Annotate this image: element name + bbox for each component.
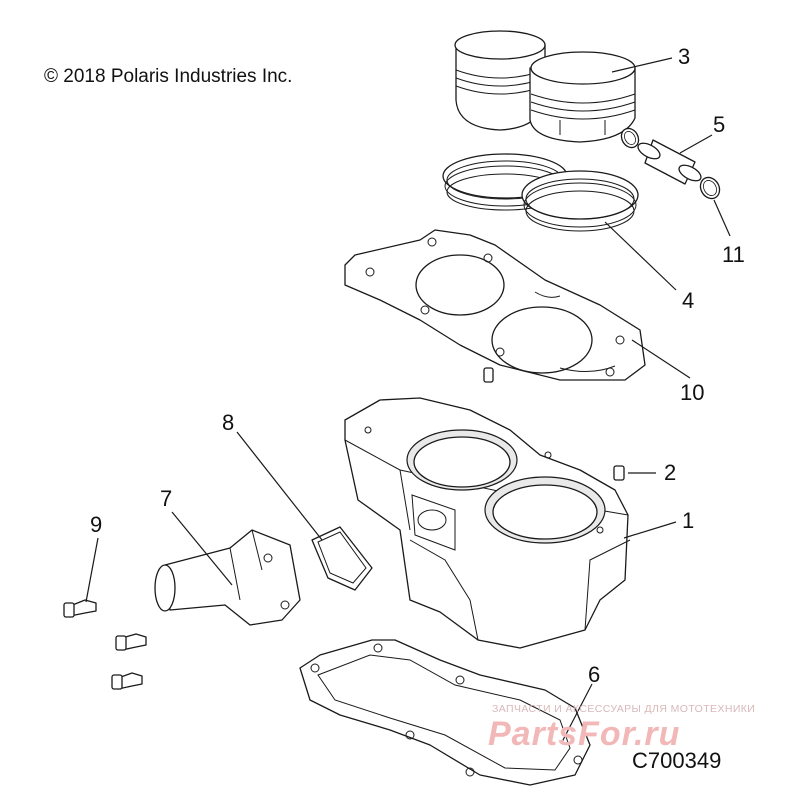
leader-5	[679, 134, 713, 154]
leader-6	[561, 683, 593, 743]
watermark-tagline: ЗАПЧАСТИ И АКСЕССУАРЫ ДЛЯ МОТОТЕХНИКИ	[492, 703, 756, 715]
callout-11: 11	[722, 242, 745, 267]
callout-1: 1	[682, 508, 694, 533]
callout-5: 5	[713, 112, 725, 137]
cylinder-block	[344, 397, 631, 649]
circlip-lower	[699, 176, 721, 200]
callout-9: 9	[90, 512, 102, 537]
callout-4: 4	[682, 288, 694, 313]
copyright-notice: © 2018 Polaris Industries Inc.	[44, 66, 293, 87]
base-gasket	[299, 639, 591, 786]
bolt-1	[63, 599, 97, 618]
piston-right	[529, 51, 636, 143]
dowel-pin-upper	[483, 367, 494, 383]
bolt-2	[115, 633, 147, 651]
callout-8: 8	[222, 410, 234, 435]
wrist-pin	[637, 139, 702, 185]
piston-ring-set-right	[521, 170, 639, 232]
water-outlet	[154, 529, 301, 626]
callout-3: 3	[678, 44, 690, 69]
piston-left	[454, 30, 546, 131]
leader-8	[236, 431, 323, 541]
head-gasket	[344, 229, 646, 381]
leader-7	[171, 511, 233, 586]
callout-7: 7	[160, 486, 172, 511]
callout-10: 10	[680, 380, 704, 405]
circlip-upper	[620, 127, 640, 149]
leader-4	[604, 221, 677, 291]
leader-9	[85, 537, 99, 603]
outlet-seal	[311, 526, 373, 591]
bolt-3	[111, 672, 143, 690]
leader-11	[713, 199, 731, 237]
watermark-logo: PartsFor.ru	[488, 715, 681, 753]
dowel-pin-lower	[613, 465, 625, 481]
diagram-id: C700349	[632, 748, 722, 773]
callout-6: 6	[588, 662, 600, 687]
callout-2: 2	[664, 460, 676, 485]
leader-1	[623, 521, 677, 539]
leader-10	[631, 339, 691, 379]
leader-3	[611, 57, 673, 73]
